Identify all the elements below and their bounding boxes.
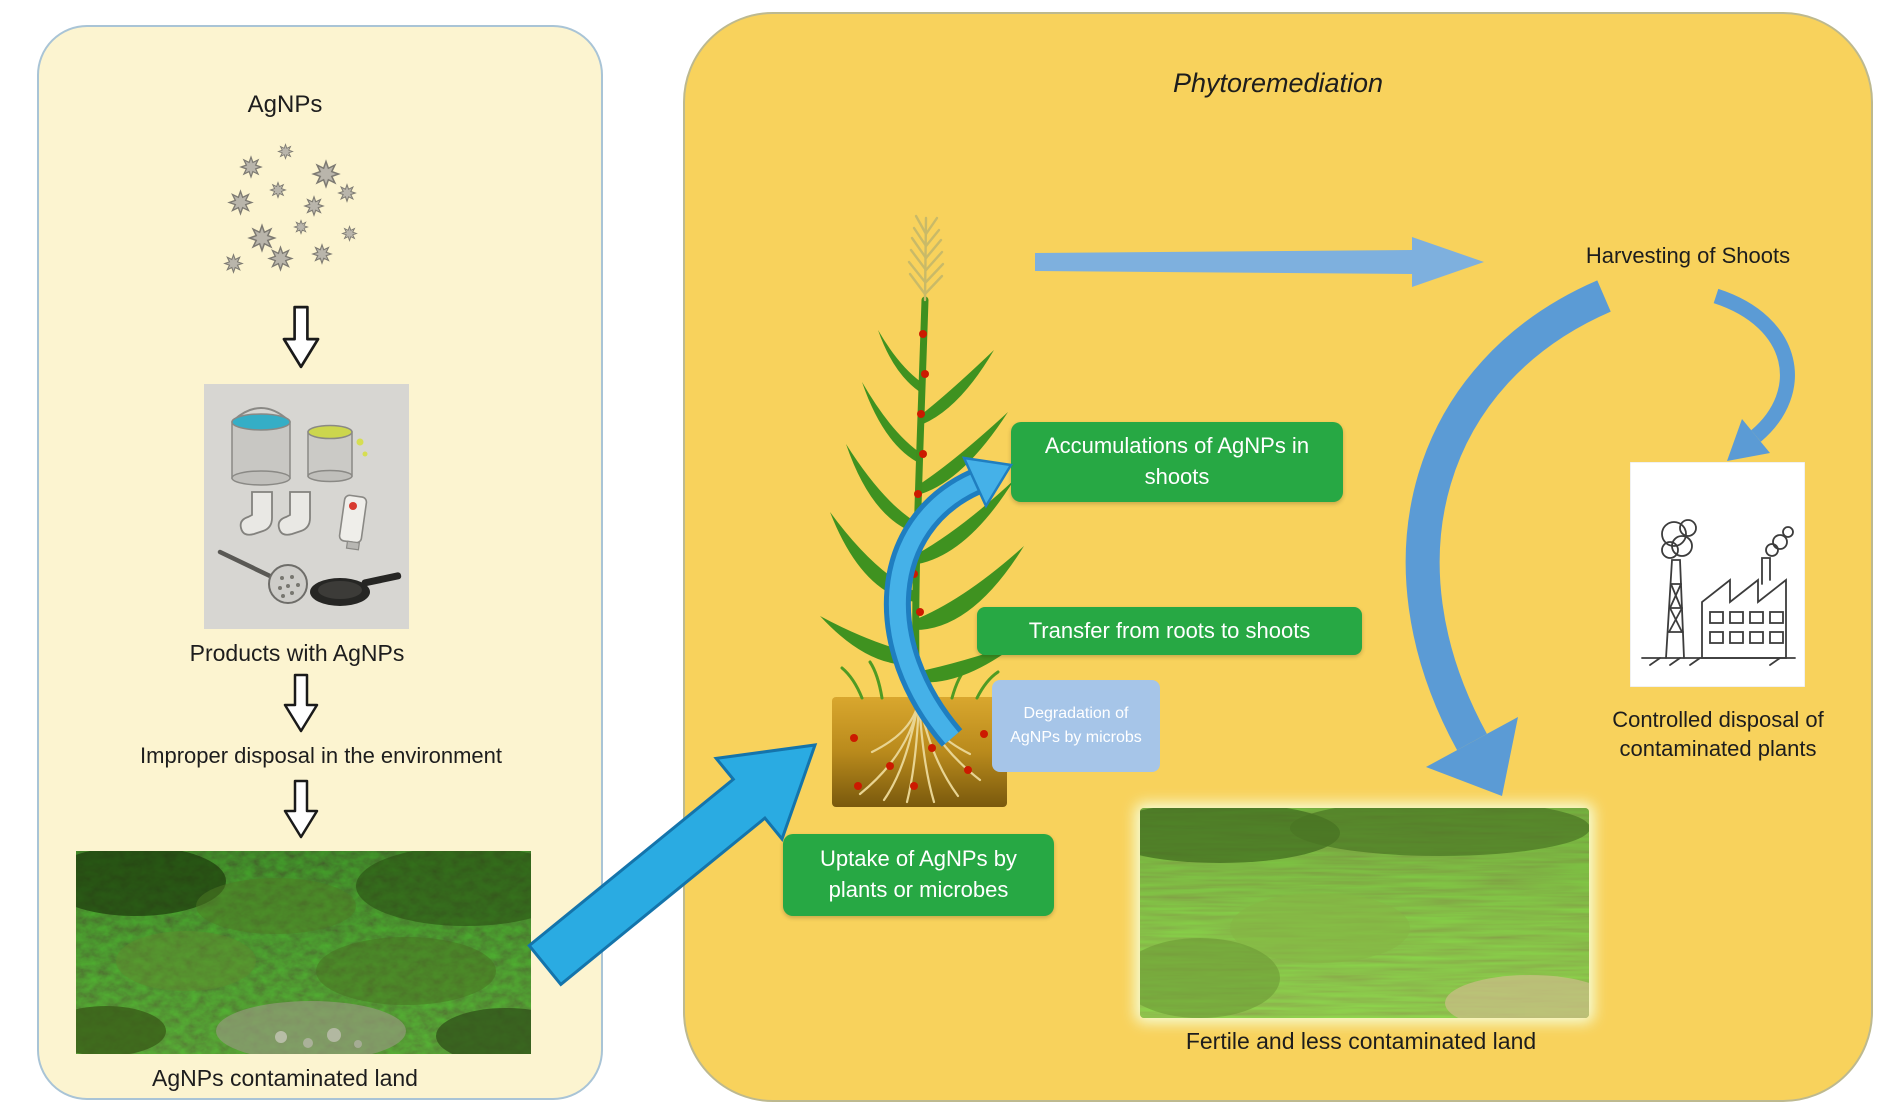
accumulation-box: Accumulations of AgNPs in shoots [1011,422,1343,502]
nanoparticle-stars-icon [224,143,358,273]
transfer-box: Transfer from roots to shoots [977,607,1362,655]
improper-disposal-label: Improper disposal in the environment [140,743,502,768]
paint-can-yellow [307,424,368,483]
stem [912,296,929,704]
degradation-box: Degradation of AgNPs by microbs [992,680,1160,772]
paint-can-blue [231,407,291,486]
products-image [204,384,409,629]
contaminated-land-photo [76,851,531,1054]
factory-image [1630,462,1805,687]
panel-title: Phytoremediation [1172,68,1384,98]
skimmer [217,549,308,604]
frying-pan [310,572,402,606]
soil-agnps-dots [850,718,988,790]
fertile-land-label: Fertile and less contaminated land [1185,1028,1537,1054]
down-arrow-icon [279,779,323,839]
cream-tube [338,494,368,551]
fertile-land-photo [1140,808,1589,1018]
down-arrow-icon [279,673,323,733]
wheat-head [907,214,945,302]
agnps-source-panel: AgNPs [37,25,603,1100]
contaminated-land-label: AgNPs contaminated land [152,1065,418,1091]
socks [239,491,311,536]
controlled-disposal-label: Controlled disposal of contaminated plan… [1612,707,1824,761]
uptake-box: Uptake of AgNPs by plants or microbes [783,834,1054,916]
harvesting-label: Harvesting of Shoots [1585,243,1791,268]
agnps-title: AgNPs [247,91,323,118]
products-label: Products with AgNPs [189,640,405,666]
down-arrow-icon [279,305,323,369]
phytoremediation-panel: Phytoremediation [683,12,1873,1102]
